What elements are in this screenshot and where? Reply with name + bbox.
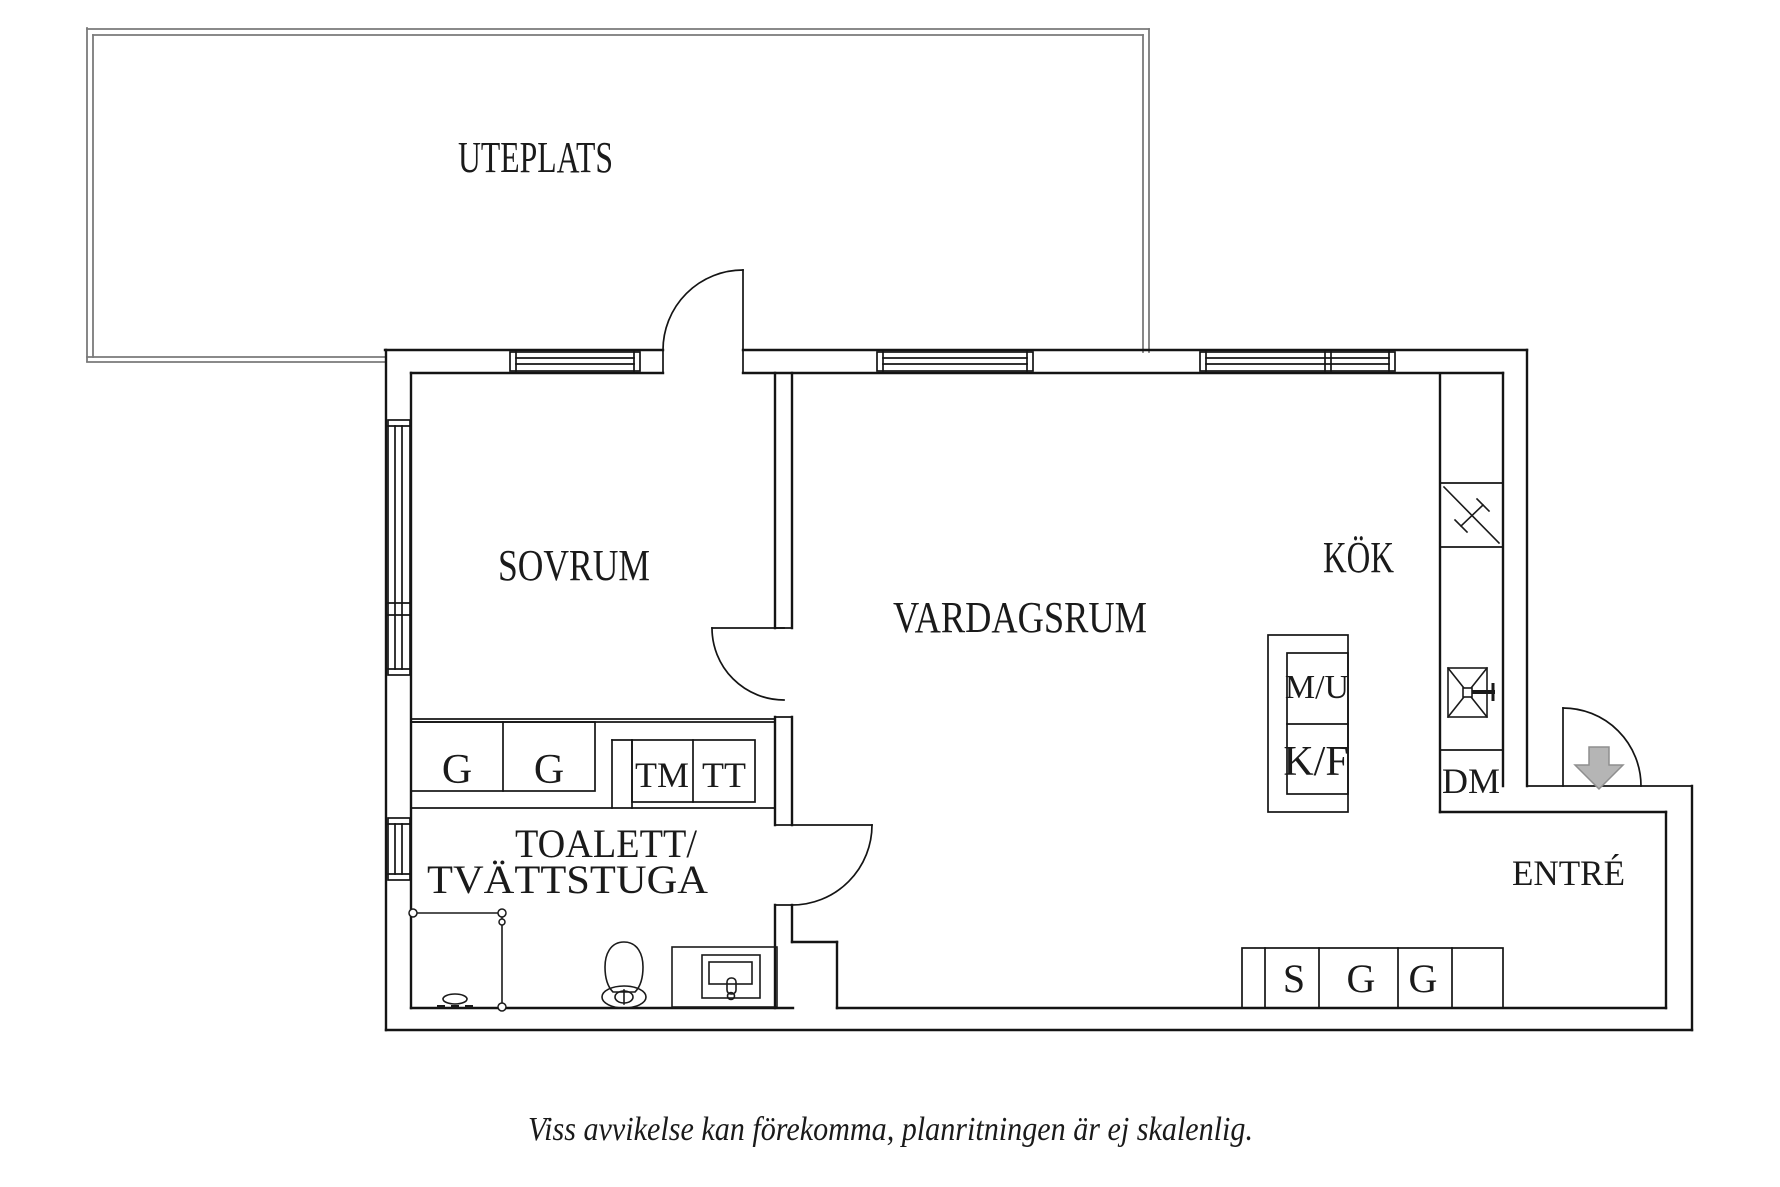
entry-door [1562, 707, 1642, 787]
window-sovrum-top [509, 351, 641, 372]
label-dishwasher: DM [1442, 761, 1500, 801]
label-hall-cabinet-3: G [1409, 956, 1438, 1001]
label-kok: KÖK [1323, 533, 1394, 582]
label-sovrum: SOVRUM [498, 541, 650, 590]
toilet-icon [601, 941, 647, 1009]
sovrum-door-swing-arc [711, 627, 785, 701]
window-sovrum-left [387, 419, 411, 676]
label-entre: ENTRÉ [1512, 853, 1625, 893]
label-wardrobe-1: G [442, 747, 472, 793]
washbasin-icon [671, 946, 778, 1008]
label-wardrobe-2: G [534, 747, 564, 793]
kitchen-counter [1438, 372, 1504, 814]
hall-cabinets [1241, 947, 1504, 1009]
window-toalett-left [387, 817, 411, 881]
entry-door-swing-arc [1562, 707, 1642, 787]
label-washing-machine: TM [635, 755, 689, 795]
label-uteplats: UTEPLATS [458, 133, 613, 182]
laundry-appliances [631, 739, 756, 803]
label-hall-cabinet-1: S [1283, 956, 1305, 1001]
exterior-walls [383, 348, 1694, 1032]
kitchen-sink-icon [1446, 666, 1495, 719]
label-toalett-2: TVÄTTSTUGA [427, 857, 708, 902]
entrance-arrow-icon [1573, 746, 1625, 791]
window-vardagsrum-top [876, 351, 1034, 372]
wardrobe-cabinets [410, 721, 596, 792]
label-fridge-freezer: K/F [1283, 739, 1348, 785]
balcony-door-swing-arc [662, 269, 744, 351]
toalett-door-swing-arc [791, 824, 873, 906]
stove-icon [1442, 485, 1501, 545]
shower-icon [408, 908, 507, 1012]
sovrum-door [711, 627, 785, 701]
disclaimer-caption: Viss avvikelse kan förekomma, planritnin… [528, 1111, 1253, 1148]
label-micro-oven: M/U [1285, 669, 1349, 706]
label-toalett-1: TOALETT/ [515, 821, 698, 866]
window-kok-top [1199, 351, 1396, 372]
balcony-door [662, 269, 744, 351]
label-vardagsrum: VARDAGSRUM [893, 593, 1147, 642]
label-hall-cabinet-2: G [1347, 956, 1376, 1001]
fridge-unit [1267, 634, 1349, 813]
uteplats-walls [86, 27, 1150, 363]
toalett-door [791, 824, 873, 906]
label-tumble-dryer: TT [702, 755, 746, 795]
